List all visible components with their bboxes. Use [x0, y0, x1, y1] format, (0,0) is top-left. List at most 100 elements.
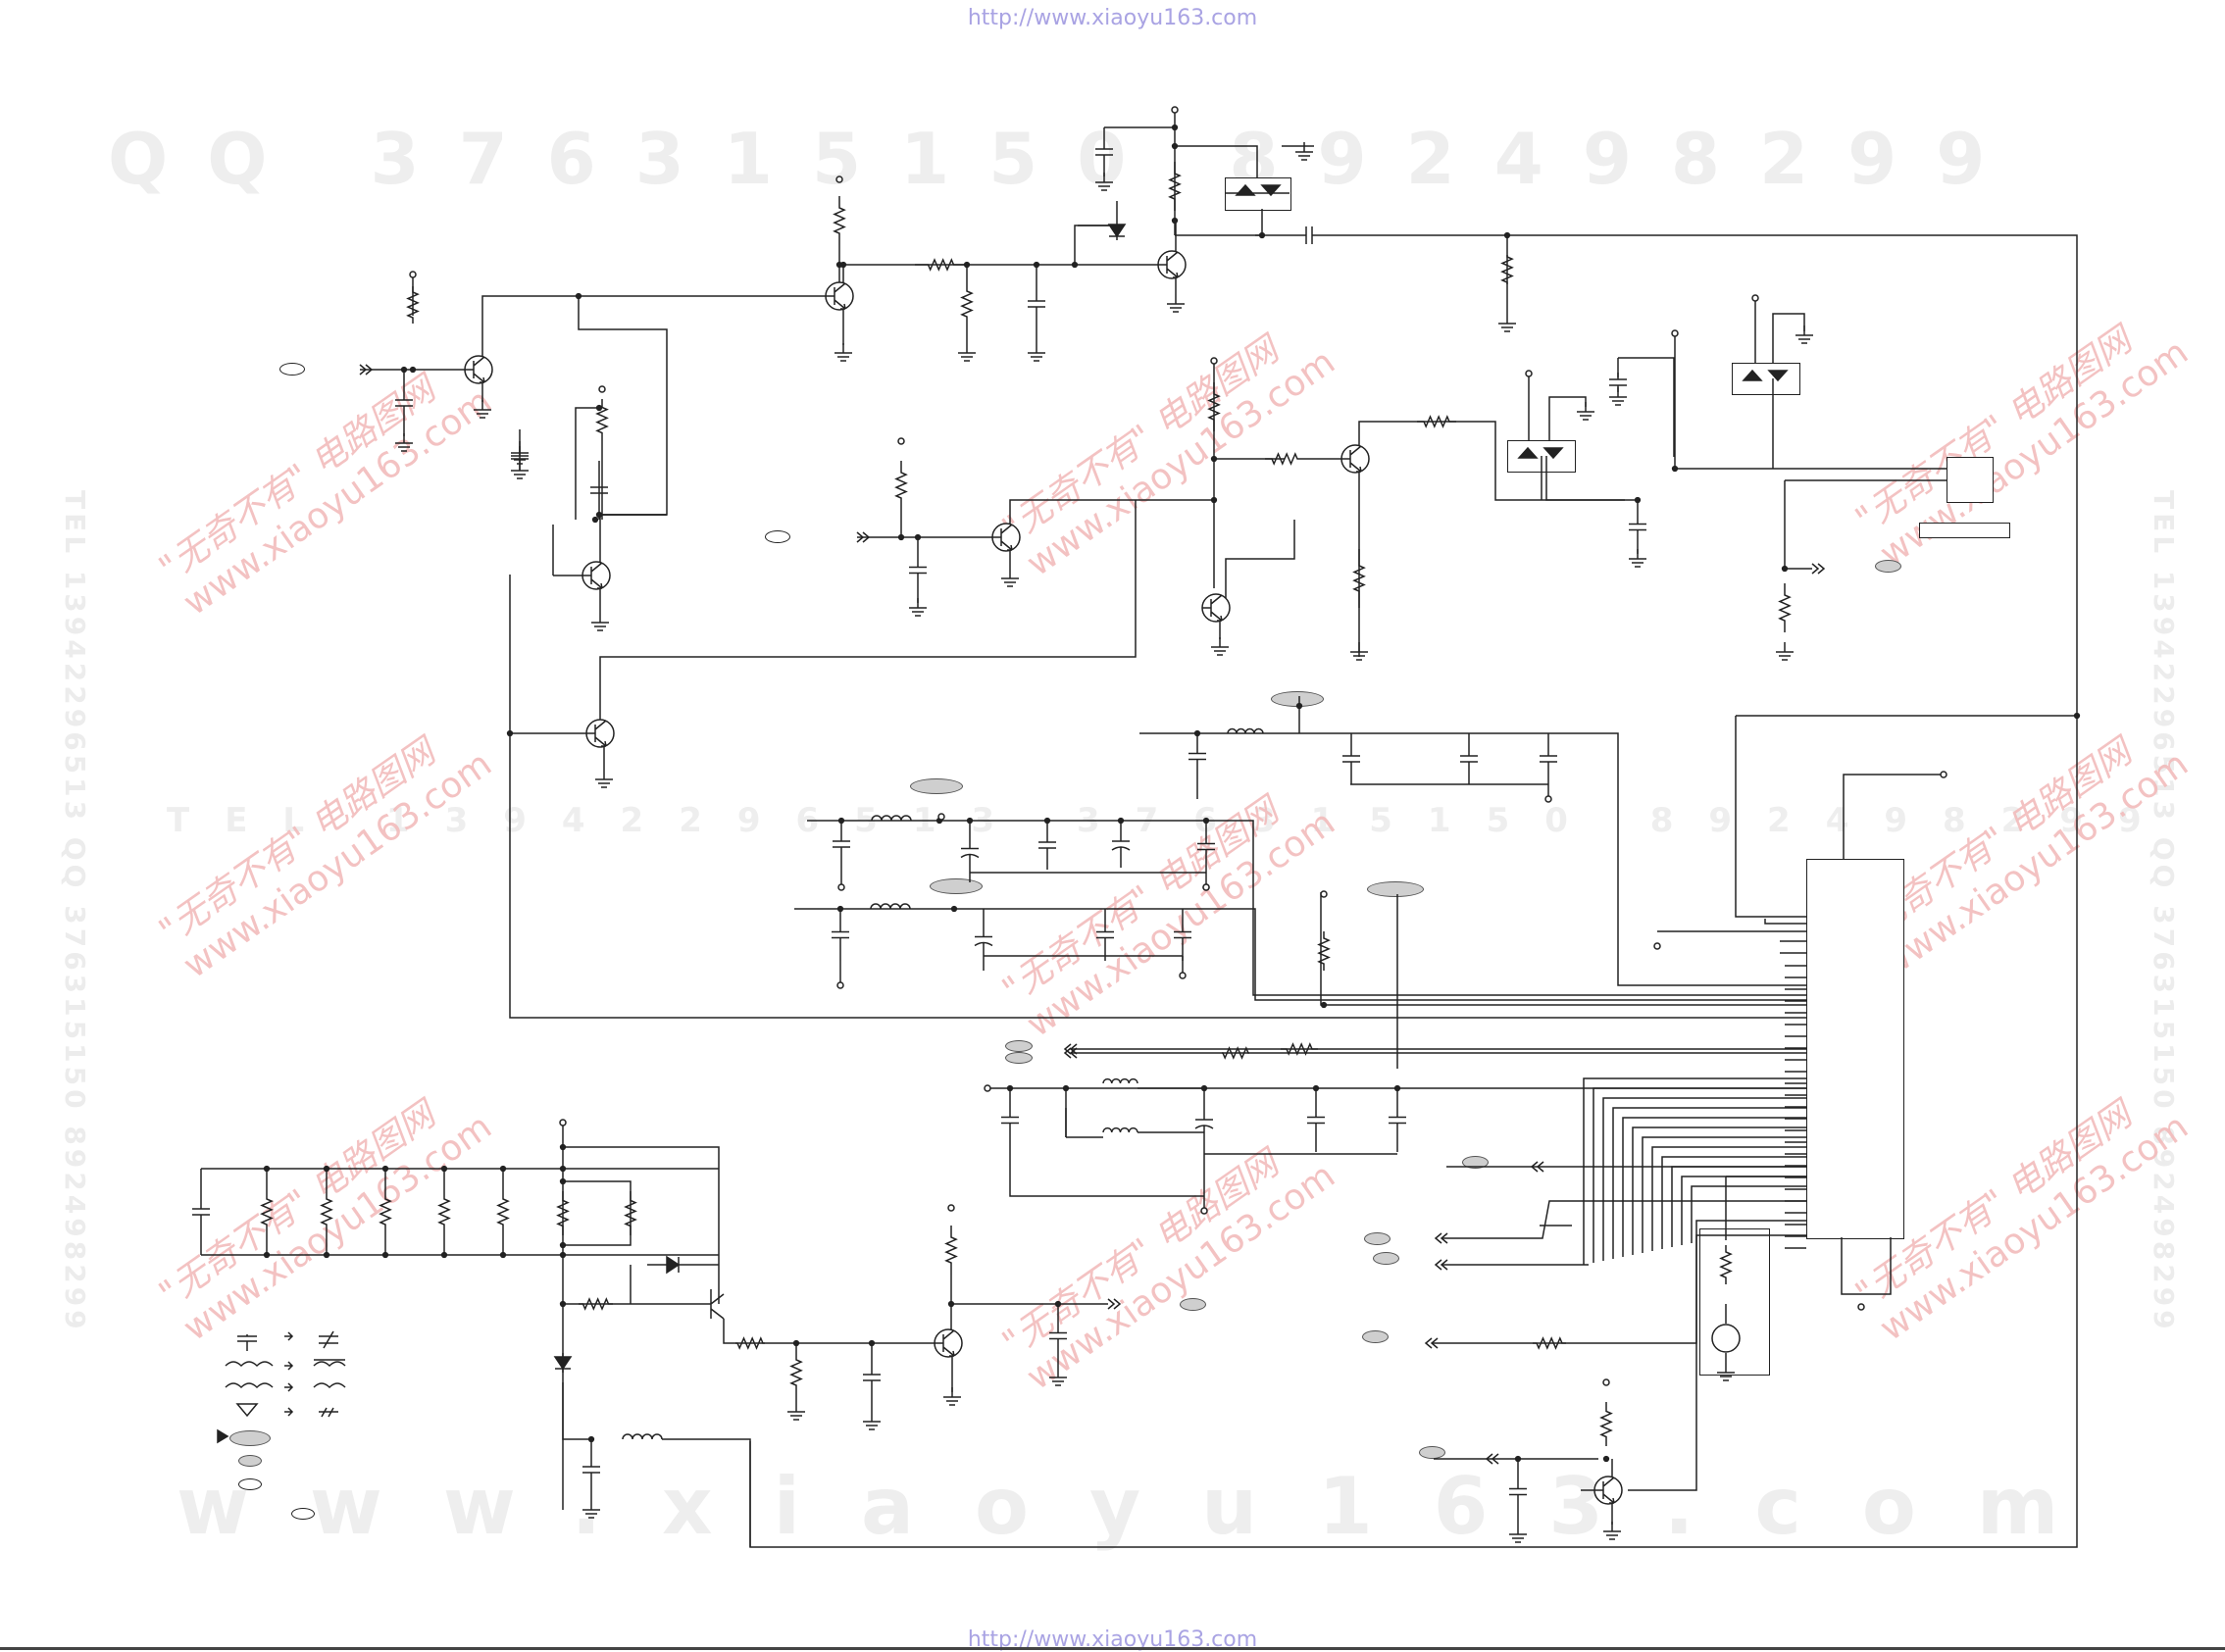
resistor — [960, 265, 974, 343]
transistor-body — [935, 1329, 955, 1357]
wire — [1009, 1152, 1204, 1197]
wire — [1320, 892, 1806, 1006]
ground-symbol — [511, 461, 529, 479]
capacitor — [1174, 909, 1191, 961]
junction-dot — [1171, 217, 1179, 225]
ground-symbol — [1001, 569, 1019, 587]
junction-dot — [559, 1241, 567, 1249]
wire — [723, 1319, 936, 1344]
resistor — [379, 1169, 392, 1255]
dual-diode-package — [1225, 177, 1291, 211]
ground-symbol — [1629, 549, 1646, 568]
resistor — [260, 1169, 274, 1255]
terminal — [1671, 329, 1679, 337]
transistor-body — [582, 562, 603, 589]
terminal — [1751, 294, 1759, 302]
ground-symbol — [1609, 387, 1627, 406]
resistor — [406, 286, 420, 324]
diode — [553, 1356, 573, 1371]
junction-dot — [1503, 231, 1511, 239]
junction-dot — [1295, 702, 1303, 710]
resistor — [1207, 382, 1221, 431]
signal-label-tag — [1005, 1052, 1033, 1064]
electrolytic-capacitor — [1194, 1088, 1214, 1157]
junction-dot — [575, 292, 582, 300]
ground-symbol — [1167, 294, 1185, 313]
ground-symbol — [1498, 314, 1516, 332]
capacitor — [832, 909, 849, 961]
terminal — [1320, 890, 1328, 898]
capacitor — [863, 1343, 881, 1412]
resistor — [833, 196, 846, 245]
junction-dot — [323, 1165, 330, 1173]
resistor — [1599, 1402, 1613, 1446]
wire — [1593, 1087, 1806, 1263]
capacitor — [1197, 821, 1215, 873]
junction-dot — [499, 1165, 507, 1173]
wire — [578, 296, 668, 516]
capacitor — [582, 1439, 600, 1500]
junction-dot — [499, 1251, 507, 1259]
capacitor — [833, 821, 850, 868]
wire — [794, 908, 1806, 1001]
transistor-small — [710, 1289, 725, 1320]
resistor — [1778, 583, 1792, 632]
capacitor — [1001, 1088, 1019, 1152]
legend-inductor-alt — [313, 1382, 346, 1389]
emitter-arrow — [597, 582, 603, 589]
wire — [662, 1438, 751, 1547]
capacitor — [1609, 373, 1627, 392]
wire — [599, 514, 667, 563]
capacitor — [909, 537, 927, 603]
capacitor — [1028, 265, 1045, 343]
terminal — [947, 1204, 955, 1212]
transistor-body — [1341, 445, 1362, 473]
watermark-side-right: TEL 13942296513 QQ 376315150 892498299 — [2148, 490, 2180, 1333]
wire — [1583, 1077, 1806, 1265]
ground-symbol — [395, 433, 413, 452]
wire — [807, 820, 1806, 996]
terminal — [1525, 370, 1533, 377]
capacitor — [511, 441, 529, 471]
capacitor — [1509, 1459, 1527, 1525]
junction-dot — [897, 533, 905, 541]
terminal — [984, 1084, 991, 1092]
transistor-body — [586, 720, 607, 747]
terminal — [1200, 1207, 1208, 1215]
ground-symbol — [1350, 642, 1368, 661]
ground-symbol — [591, 613, 609, 631]
signal-arrow — [1434, 1232, 1448, 1244]
ground-symbol — [1795, 325, 1813, 344]
capacitor — [1096, 909, 1114, 961]
legend-tag — [291, 1508, 315, 1520]
voltage-test-point — [1367, 881, 1424, 897]
legend-ground — [235, 1403, 259, 1418]
ground-symbol — [834, 343, 852, 362]
signal-arrow — [359, 364, 374, 375]
signal-arrow — [1434, 1259, 1448, 1271]
capacitor — [1460, 733, 1478, 784]
bottom-rule — [0, 1647, 2225, 1650]
url-top[interactable]: http://www.xiaoyu163.com — [967, 6, 1258, 30]
legend-inductor-alt — [313, 1359, 346, 1368]
junction-dot — [1258, 231, 1266, 239]
wire — [1841, 1237, 1892, 1295]
main-ic — [1806, 859, 1904, 1239]
signal-arrow — [1485, 1453, 1499, 1465]
wire — [1175, 145, 1258, 177]
capacitor — [1299, 226, 1319, 244]
diode — [1767, 370, 1789, 382]
signal-arrow — [1424, 1337, 1439, 1349]
wire — [1548, 396, 1587, 440]
wire — [1661, 1156, 1806, 1249]
terminal — [1210, 357, 1218, 365]
emitter-arrow — [601, 740, 607, 747]
transistor-body — [1594, 1477, 1615, 1504]
inductor — [870, 903, 911, 910]
junction-dot — [440, 1165, 448, 1173]
terminal — [937, 813, 945, 821]
resistor — [579, 1297, 613, 1311]
diode — [1517, 446, 1539, 459]
wire — [1764, 919, 1806, 925]
